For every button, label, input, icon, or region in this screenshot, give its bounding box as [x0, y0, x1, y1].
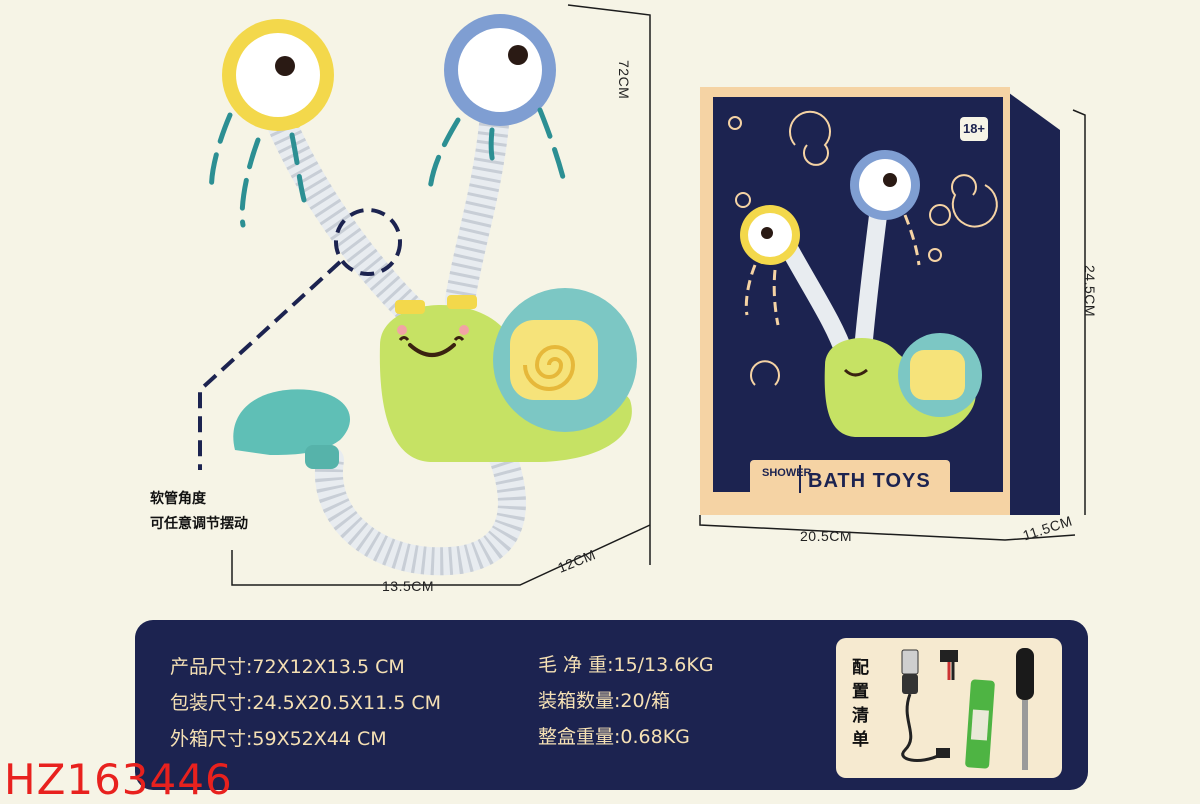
spec-box-weight: 整盒重量:0.68KG [538, 726, 690, 748]
age-badge: 18+ [960, 117, 988, 141]
product-illustration [0, 0, 680, 600]
item-code: HZ163446 [4, 755, 233, 804]
battery-pack-icon [940, 650, 995, 769]
box-small-label: SHOWER [762, 467, 812, 479]
hose-note-line-1: 软管角度 [150, 491, 206, 507]
box-height-label: 24.5CM [1082, 265, 1098, 318]
dimension-lines [231, 4, 651, 586]
callout-leader [198, 260, 342, 470]
hose-note-line-2: 可任意调节摆动 [150, 516, 248, 532]
box-width-label: 20.5CM [800, 528, 853, 544]
snail-shower-drawing [198, 4, 651, 586]
box-decorations [728, 110, 998, 386]
spec-weight: 毛 净 重:15/13.6KG [538, 654, 714, 676]
accessories-title: 配置清单 [852, 658, 869, 750]
box-dimension-lines [695, 95, 1195, 555]
spec-carton-size: 外箱尺寸:59X52X44 CM [170, 728, 387, 750]
box-side-panel [1005, 90, 1060, 515]
usb-cable-icon [901, 649, 950, 762]
hose-callout-circle [334, 208, 402, 276]
product-width-label: 13.5CM [382, 578, 435, 594]
water-streams [209, 107, 568, 228]
spec-carton-qty: 装箱数量:20/箱 [538, 690, 670, 712]
snail-shell [493, 288, 637, 432]
package-box-drawing [700, 87, 1060, 515]
teal-shower-cup [233, 389, 350, 469]
product-height-label: 72CM [616, 60, 632, 100]
spec-product-size: 产品尺寸:72X12X13.5 CM [170, 656, 405, 678]
hose-note: 软管角度 可任意调节摆动 [150, 487, 248, 537]
screwdriver-icon [1016, 648, 1034, 770]
accessories-drawing [880, 640, 1060, 778]
blue-shower-head [444, 14, 556, 126]
yellow-shower-head [222, 19, 334, 131]
package-box [695, 75, 1085, 535]
box-brand-label: BATH TOYS [808, 470, 931, 492]
spec-package-size: 包装尺寸:24.5X20.5X11.5 CM [170, 692, 442, 714]
